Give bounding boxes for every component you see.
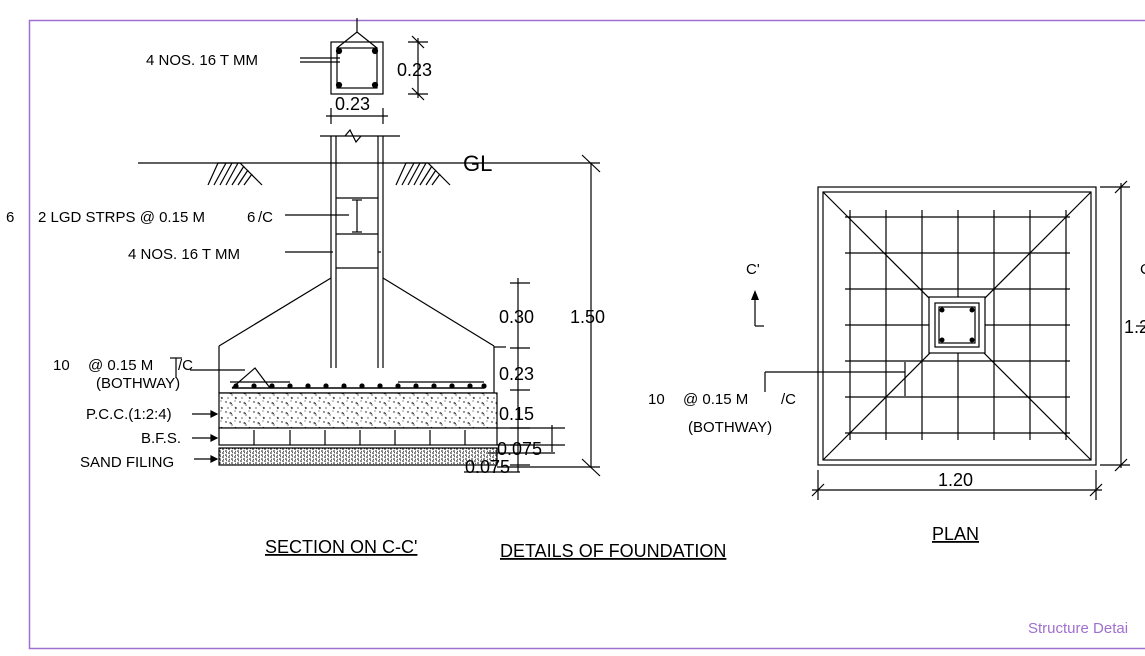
- section-caption: SECTION ON C-C': [265, 537, 417, 557]
- watermark: Structure Detai: [1028, 620, 1128, 637]
- dim-023: 0.23: [499, 364, 534, 384]
- stirrups-tail: 6: [247, 209, 255, 226]
- column-bars-label: 4 NOS. 16 T MM: [146, 52, 258, 69]
- plan-bar-label: @ 0.15 M: [683, 391, 748, 408]
- slab-bar-bothway: (BOTHWAY): [96, 375, 180, 392]
- slab-bar-num: 10: [53, 357, 70, 374]
- plan-bar-bothway: (BOTHWAY): [688, 419, 772, 436]
- pcc-label: P.C.C.(1:2:4): [86, 406, 172, 423]
- plan-height-dim: 1.20: [1124, 317, 1145, 337]
- plan-bar-num: 10: [648, 391, 665, 408]
- sand-label: SAND FILING: [80, 454, 174, 471]
- slab-bar-label: @ 0.15 M: [88, 357, 153, 374]
- main-title: DETAILS OF FOUNDATION: [500, 541, 726, 561]
- dim-030: 0.30: [499, 307, 534, 327]
- plan-right-c: C: [1140, 261, 1145, 278]
- plan-bar-tail: /C: [781, 391, 796, 408]
- plan-c-label: C': [746, 261, 760, 278]
- stirrups-left-num: 6: [6, 209, 14, 226]
- dim-0075b: 0.075: [465, 457, 510, 477]
- dim-015: 0.15: [499, 404, 534, 424]
- column-size-horizontal: 0.23: [335, 94, 370, 114]
- dim-0075a: 0.075: [497, 439, 542, 459]
- dim-150: 1.50: [570, 307, 605, 327]
- stirrups-label: 2 LGD STRPS @ 0.15 M: [38, 209, 205, 226]
- plan-view: [755, 181, 1145, 500]
- plan-caption: PLAN: [932, 524, 979, 544]
- bars-label: 4 NOS. 16 T MM: [128, 246, 240, 263]
- bfs-label: B.F.S.: [141, 430, 181, 447]
- plan-width-dim: 1.20: [938, 470, 973, 490]
- gl-label: GL: [463, 151, 492, 176]
- column-size-vertical: 0.23: [397, 60, 432, 80]
- slab-bar-tail: /C: [178, 357, 193, 374]
- stirrups-tail2: /C: [258, 209, 273, 226]
